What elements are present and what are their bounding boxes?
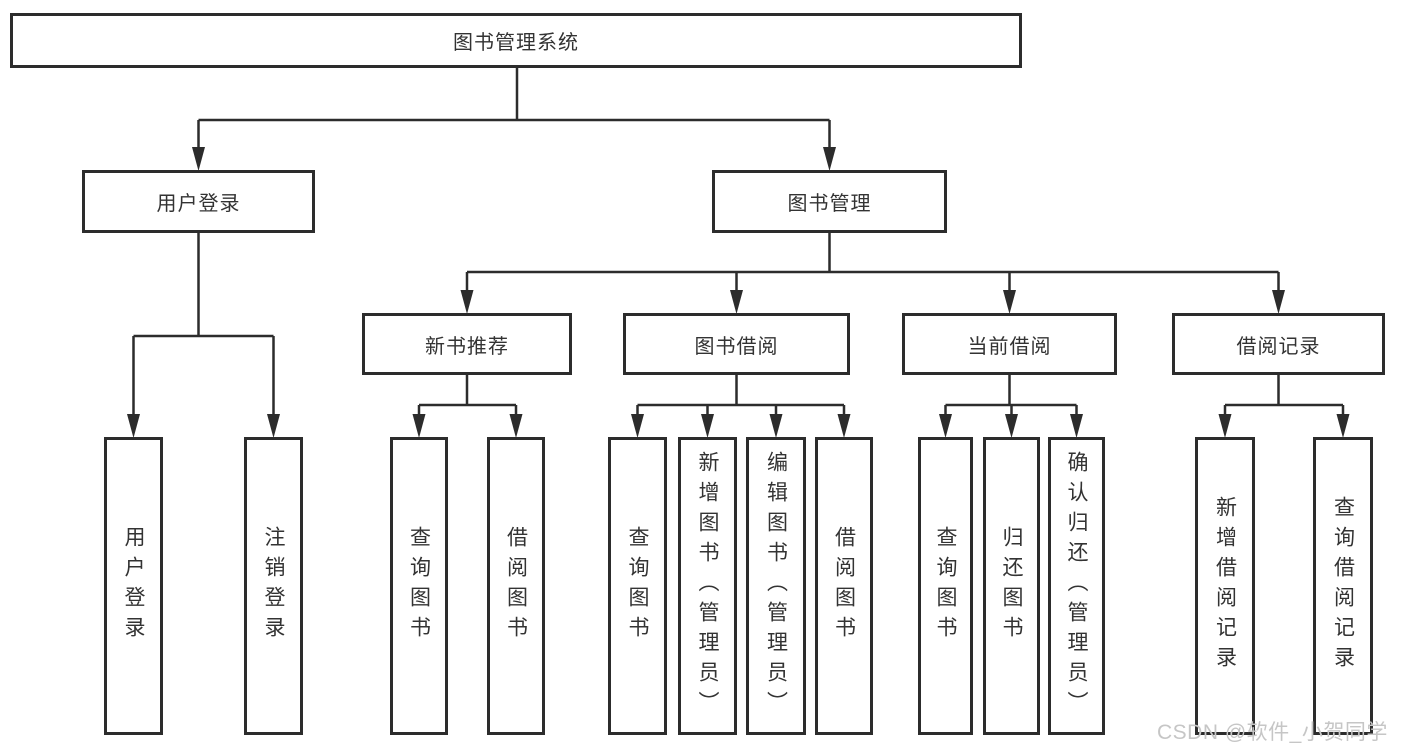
node-borrowing-records: 借阅记录 [1172,313,1385,375]
node-book-borrowing: 图书借阅 [623,313,850,375]
node-label: 借阅图书 [504,526,528,646]
node-label: 新书推荐 [425,335,509,358]
node-current-borrowing: 当前借阅 [902,313,1117,375]
node-label: 查询图书 [934,526,957,646]
edge-user-login-to-leaves [132,233,275,419]
node-label: 借阅记录 [1236,335,1321,358]
csdn-watermark: CSDN @软件_小贺同学 [1157,721,1388,744]
node-leaf-add-book-admin: 新增图书（管理员） [678,437,737,735]
node-label: 查询图书 [626,526,649,646]
node-leaf-logout: 注销登录 [244,437,303,735]
node-leaf-query-books-borrow: 查询图书 [608,437,667,735]
node-label: 确认归还（管理员） [1065,451,1088,721]
edge-borrow-records-to-leaves [1223,375,1345,419]
node-leaf-user-login: 用户登录 [104,437,163,735]
node-label: 图书管理 [787,193,872,215]
node-leaf-query-borrow-record: 查询借阅记录 [1313,437,1373,735]
node-leaf-edit-book-admin: 编辑图书（管理员） [746,437,806,735]
edge-book-mgmt-to-categories [465,233,1280,295]
node-label: 图书管理系统 [453,32,579,54]
node-label: 编辑图书（管理员） [764,451,788,721]
node-new-book-recommend: 新书推荐 [362,313,572,375]
node-label: 查询借阅记录 [1331,496,1355,676]
edge-new-book-rec-to-leaves [417,375,518,419]
node-user-login: 用户登录 [82,170,315,233]
edge-current-borrow-to-leaves [944,375,1078,419]
node-label: 注销登录 [262,526,285,646]
node-label: 新增借阅记录 [1213,496,1237,676]
node-label: 归还图书 [1000,526,1023,646]
node-leaf-return-books: 归还图书 [983,437,1040,735]
node-label: 图书借阅 [694,335,779,358]
edge-root-to-level2 [197,68,831,152]
node-label: 用户登录 [122,526,145,646]
node-leaf-borrow-books-rec: 借阅图书 [487,437,545,735]
node-label: 新增图书（管理员） [696,451,719,721]
node-label: 用户登录 [156,193,241,215]
node-label: 查询图书 [407,526,431,646]
edge-book-borrow-to-leaves [636,375,846,419]
node-leaf-query-books-current: 查询图书 [918,437,973,735]
node-label: 当前借阅 [967,335,1052,358]
node-leaf-query-books-rec: 查询图书 [390,437,448,735]
node-book-management: 图书管理 [712,170,947,233]
node-leaf-borrow-books: 借阅图书 [815,437,873,735]
node-library-management-system: 图书管理系统 [10,13,1022,68]
node-label: 借阅图书 [832,526,856,646]
node-leaf-confirm-return-admin: 确认归还（管理员） [1048,437,1105,735]
node-leaf-add-borrow-record: 新增借阅记录 [1195,437,1255,735]
